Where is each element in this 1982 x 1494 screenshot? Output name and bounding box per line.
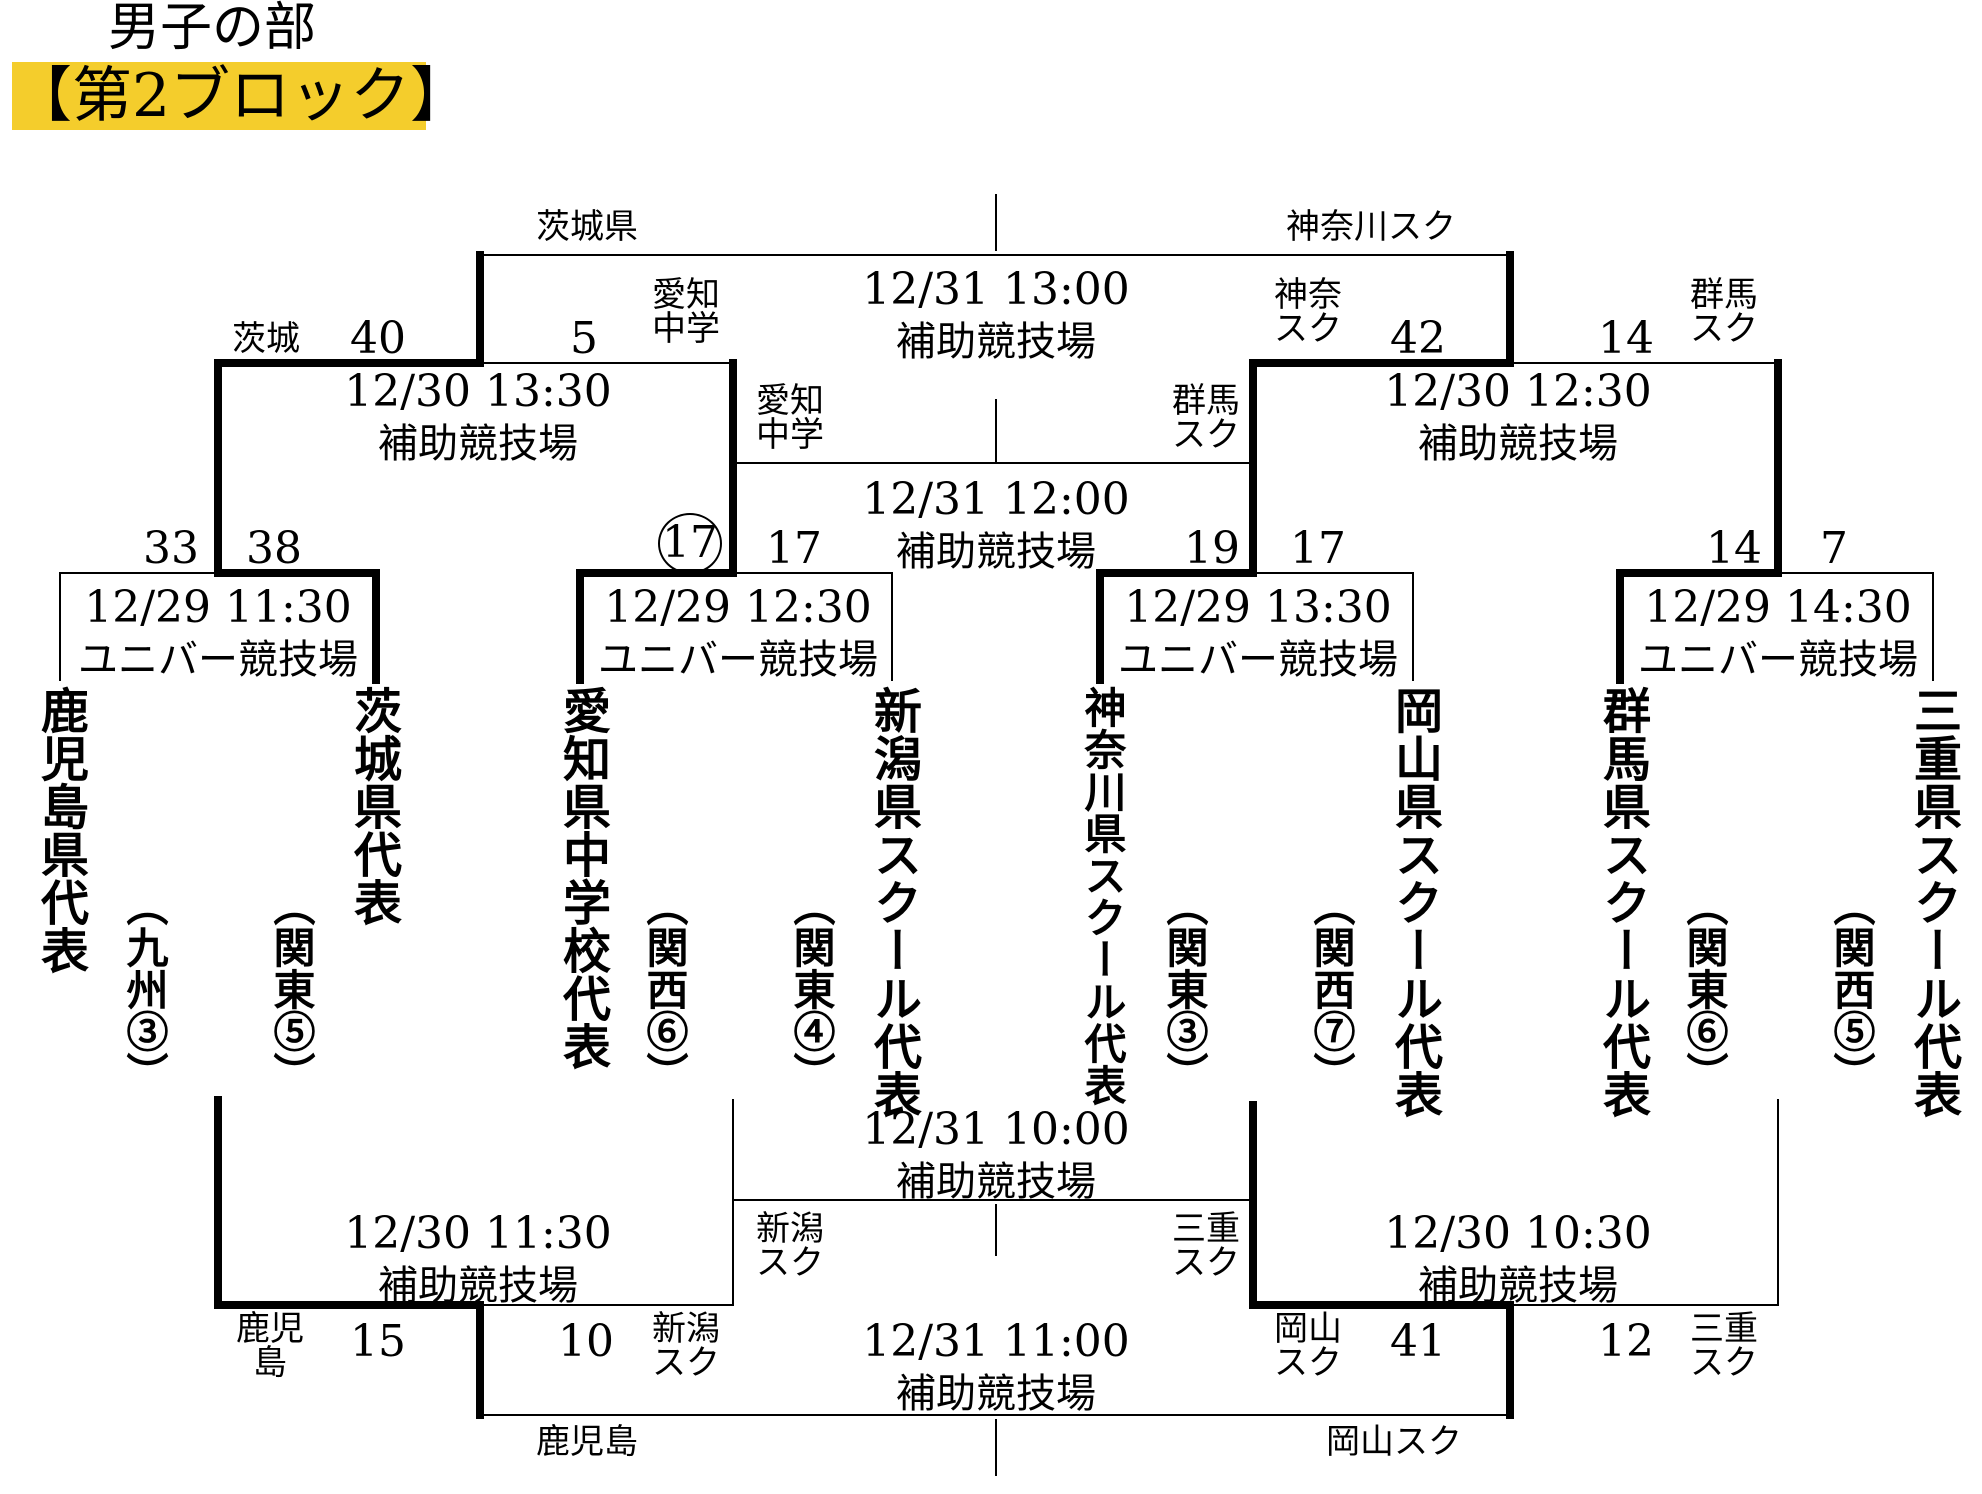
r1-m2-date: 12/29 12:30 [604,582,872,633]
r1-m3-date: 12/29 13:30 [1124,582,1392,633]
up-semi-l-right-score: 5 [570,313,598,364]
team-2-name: 茨城県代表 [345,686,401,926]
up-semi-l-date: 12/30 13:30 [344,366,612,417]
up-final-left-label: 茨城県 [536,207,638,247]
r1-m2-venue: ユニバー競技場 [598,637,878,683]
up-semi-l-left-label: 茨城 [232,319,300,359]
up-semi-l-right-label: 愛知 中学 [652,275,720,349]
team-7-region: （関東⑥） [1680,884,1729,1094]
team-1-region: （九州③） [120,884,169,1094]
lo-seventh-date: 12/31 10:00 [862,1104,1130,1155]
r1-m4-right-score: 7 [1820,523,1848,574]
block-badge: 【第2ブロック】 [12,61,471,131]
up-semi-r-right-score: 14 [1598,313,1654,364]
up-semi-l-venue: 補助競技場 [378,421,578,467]
r1-m4-venue: ユニバー競技場 [1638,637,1918,683]
division-title: 男子の部 [108,0,317,58]
team-2-region: （関東⑤） [267,884,316,1094]
r1-m2-left-score-circle: 17 [658,513,722,574]
lo-semi-r-left-score: 41 [1390,1316,1446,1367]
team-4-region: （関東④） [787,884,836,1094]
lo-final-left-label: 鹿児島 [536,1422,638,1462]
lo-semi-l-right-score: 10 [558,1316,614,1367]
up-final-right-label: 神奈川スク [1286,207,1456,247]
r1-m4-date: 12/29 14:30 [1644,582,1912,633]
lo-final-date: 12/31 11:00 [862,1316,1130,1367]
lo-final-right-label: 岡山スク [1326,1422,1462,1462]
r1-m2-right-score: 17 [766,523,822,574]
lo-final-venue: 補助競技場 [896,1371,1096,1417]
up-third-right-label: 群馬 スク [1172,381,1240,455]
r1-m1-left-score: 33 [143,523,199,574]
lo-semi-r-date: 12/30 10:30 [1384,1208,1652,1259]
up-semi-r-left-label: 神奈 スク [1274,275,1342,349]
r1-m3-left-score: 19 [1184,523,1240,574]
up-semi-r-date: 12/30 12:30 [1384,366,1652,417]
lo-semi-r-left-label: 岡山 スク [1274,1309,1342,1383]
up-semi-r-right-label: 群馬 スク [1690,275,1758,349]
lo-semi-l-venue: 補助競技場 [378,1263,578,1309]
header: 男子の部 【第2ブロック】 [0,0,471,131]
up-semi-r-left-score: 42 [1390,313,1446,364]
up-third-date: 12/31 12:00 [862,474,1130,525]
up-third-left-label: 愛知 中学 [756,381,824,455]
r1-m3-venue: ユニバー競技場 [1118,637,1398,683]
lo-semi-r-venue: 補助競技場 [1418,1263,1618,1309]
team-8-region: （関西⑤） [1827,884,1876,1094]
up-final-venue: 補助競技場 [896,319,1096,365]
lo-seventh-left-label: 新潟 スク [756,1209,824,1283]
team-1-name: 鹿児島県代表 [32,686,88,974]
team-4-name: 新潟県スクール代表 [865,686,921,1118]
lo-seventh-right-label: 三重 スク [1172,1209,1240,1283]
team-7-name: 群馬県スクール代表 [1594,686,1650,1118]
up-final-date: 12/31 13:00 [862,264,1130,315]
lo-semi-l-left-score: 15 [350,1316,406,1367]
team-8-name: 三重県スクール代表 [1905,686,1961,1118]
team-6-region: （関西⑦） [1307,884,1356,1094]
lo-semi-r-right-score: 12 [1598,1316,1654,1367]
lo-semi-l-right-label: 新潟 スク [652,1309,720,1383]
lo-seventh-venue: 補助競技場 [896,1159,1096,1205]
team-6-name: 岡山県スクール代表 [1386,686,1442,1118]
lo-semi-r-right-label: 三重 スク [1690,1309,1758,1383]
r1-m1-date: 12/29 11:30 [84,582,352,633]
team-3-name: 愛知県中学校代表 [554,686,610,1070]
team-5-region: （関東③） [1160,884,1209,1094]
r1-m2-left-score: 17 [658,513,722,574]
r1-m1-right-score: 38 [246,523,302,574]
lo-semi-l-left-label: 鹿児 島 [236,1309,304,1383]
r1-m4-left-score: 14 [1706,523,1762,574]
up-semi-r-venue: 補助競技場 [1418,421,1618,467]
up-third-venue: 補助競技場 [896,529,1096,575]
team-3-region: （関西⑥） [640,884,689,1094]
r1-m1-venue: ユニバー競技場 [78,637,358,683]
lo-semi-l-date: 12/30 11:30 [344,1208,612,1259]
up-semi-l-left-score: 40 [350,313,406,364]
r1-m3-right-score: 17 [1290,523,1346,574]
team-5-name: 神奈川県スクール代表 [1078,686,1127,1106]
